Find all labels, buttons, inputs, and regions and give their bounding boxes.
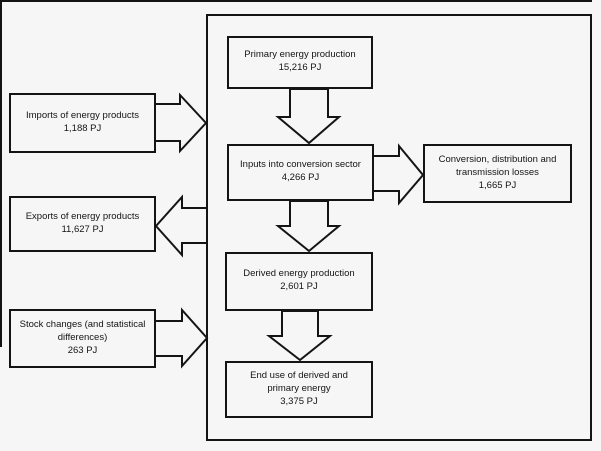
box-exports-value: 11,627 PJ: [61, 223, 104, 235]
box-conversion-value: 1,665 PJ: [478, 179, 517, 191]
box-end-use-label: End use of derived and: [250, 369, 348, 381]
arrow-left-exports-icon: [154, 194, 208, 258]
box-stock-changes: Stock changes (and statistical differenc…: [9, 309, 156, 368]
arrow-right-conversion-losses-icon: [372, 143, 425, 206]
box-primary-energy-production: Primary energy production 15,216 PJ: [227, 36, 373, 89]
arrow-down-derived-to-enduse-icon: [266, 310, 333, 362]
box-inputs-value: 4,266 PJ: [281, 172, 320, 183]
box-exports-label: Exports of energy products: [25, 210, 140, 222]
box-conversion-losses: Conversion, distribution and transmissio…: [423, 144, 572, 203]
box-end-use-value: 3,375 PJ: [280, 395, 318, 407]
arrow-down-inputs-to-derived-icon: [275, 200, 342, 253]
box-inputs-conversion-sector: Inputs into conversion sector 4,266 PJ: [227, 144, 374, 201]
box-stock-changes-label: Stock changes (and statistical: [19, 318, 146, 330]
box-conversion-label: Conversion, distribution and: [438, 153, 557, 165]
figure-border-top: [0, 0, 592, 2]
arrow-right-stock-changes-icon: [154, 307, 209, 369]
box-exports: Exports of energy products 11,627 PJ: [9, 196, 156, 252]
box-primary-label: Primary energy production: [244, 49, 356, 60]
box-conversion-label2: transmission losses: [456, 166, 539, 178]
box-imports: Imports of energy products 1,188 PJ: [9, 93, 156, 153]
box-imports-label: Imports of energy products: [26, 109, 139, 121]
box-stock-changes-label2: differences): [57, 331, 108, 343]
arrow-down-primary-to-inputs-icon: [275, 88, 342, 145]
box-derived-energy-production: Derived energy production 2,601 PJ: [225, 252, 373, 311]
arrow-right-imports-icon: [154, 92, 208, 154]
box-derived-value: 2,601 PJ: [280, 281, 318, 292]
box-primary-value: 15,216 PJ: [278, 62, 322, 73]
box-stock-changes-value: 263 PJ: [67, 344, 98, 356]
box-derived-label: Derived energy production: [243, 268, 355, 279]
box-inputs-label: Inputs into conversion sector: [240, 159, 361, 170]
box-end-use: End use of derived and primary energy 3,…: [225, 361, 373, 418]
conversion-sector-frame: [206, 14, 592, 441]
box-imports-value: 1,188 PJ: [63, 122, 102, 134]
figure-border-left: [0, 0, 2, 347]
box-end-use-label2: primary energy: [267, 382, 331, 394]
